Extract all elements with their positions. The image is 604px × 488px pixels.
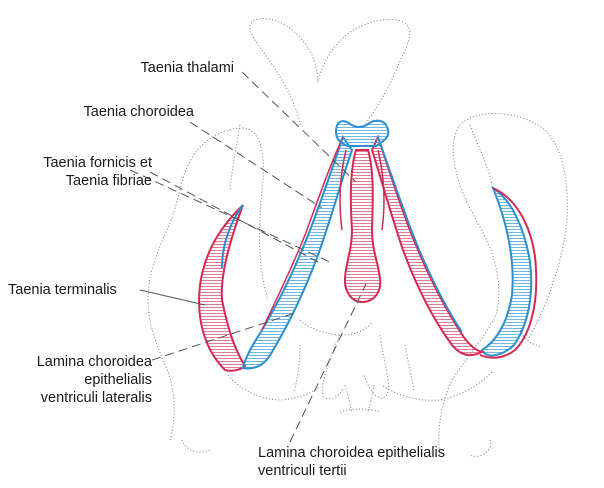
label-taenia-fornicis: Taenia fornicis et Taenia fibriae [10, 154, 152, 190]
label-lamina-lateralis: Lamina choroidea epithelialis ventriculi… [0, 353, 152, 407]
label-lamina-tertii-line2: ventriculi tertii [258, 463, 347, 479]
label-lamina-lateralis-line3: ventriculi lateralis [40, 390, 152, 406]
leader-lamina-lateralis [151, 311, 299, 361]
leader-fornicis-upper [129, 169, 331, 263]
third-ventricle-choroid [339, 149, 385, 304]
leader-lamina-tertii [289, 283, 367, 443]
label-lamina-tertii: Lamina choroidea epithelialis ventriculi… [258, 444, 445, 480]
label-lamina-lateralis-line1: Lamina choroidea [36, 354, 152, 370]
label-taenia-fornicis-line1: Taenia fornicis et [43, 155, 152, 171]
leader-taenia-terminalis [139, 289, 206, 306]
label-taenia-thalami: Taenia thalami [140, 60, 235, 76]
left-lateral-choroid [198, 134, 354, 372]
label-lamina-lateralis-line2: epithelialis [84, 372, 152, 388]
interventricular-arch [334, 119, 390, 147]
label-lamina-tertii-line1: Lamina choroidea epithelialis [258, 445, 446, 461]
inner-outline [229, 124, 541, 413]
leader-fornicis-lower [149, 171, 319, 263]
leader-taenia-thalami [241, 71, 357, 183]
leader-lines [129, 71, 367, 443]
right-lateral-choroid [370, 134, 538, 359]
label-taenia-terminalis: Taenia terminalis [8, 282, 117, 298]
label-taenia-choroidea: Taenia choroidea [83, 104, 194, 120]
leader-taenia-choroidea [189, 121, 323, 209]
label-taenia-fornicis-line2: Taenia fibriae [65, 173, 152, 189]
